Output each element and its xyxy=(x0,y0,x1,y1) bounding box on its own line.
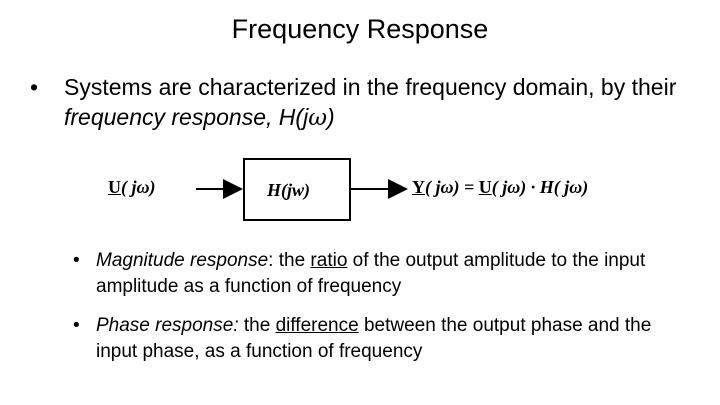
ratio-keyword: ratio xyxy=(310,250,348,271)
main-bullet-emph: frequency response, H(jω) xyxy=(64,104,335,131)
omega-symbol: ω xyxy=(308,105,327,131)
sub-bullet-magnitude: • Magnitude response: the ratio of the o… xyxy=(73,248,693,300)
slide-title: Frequency Response xyxy=(231,14,489,44)
sub-bullet-text: Magnitude response: the ratio of the out… xyxy=(96,250,646,297)
main-bullet-text: Systems are characterized in the frequen… xyxy=(64,72,690,133)
sub-bullet-marker: • xyxy=(73,315,80,336)
bullet-marker: • xyxy=(30,74,39,100)
magnitude-term: Magnitude response xyxy=(96,250,269,271)
block-diagram: U( jω) H(jw) Y( jω) = U( jω) · H( jω) xyxy=(100,155,680,230)
phase-term: Phase response: xyxy=(96,315,239,336)
system-label: H(jw) xyxy=(267,180,310,200)
sub-bullet-text: Phase response: the difference between t… xyxy=(96,315,652,362)
main-bullet: • Systems are characterized in the frequ… xyxy=(30,72,690,133)
main-bullet-plain: Systems are characterized in the frequen… xyxy=(64,74,677,100)
output-equation: Y( jω) = U( jω) · H( jω) xyxy=(412,177,589,197)
sub-bullet-phase: • Phase response: the difference between… xyxy=(73,313,693,365)
block-diagram-svg xyxy=(196,158,408,221)
sub-bullet-marker: • xyxy=(73,250,80,271)
input-label: U( jω) xyxy=(108,177,156,197)
difference-keyword: difference xyxy=(275,315,359,336)
